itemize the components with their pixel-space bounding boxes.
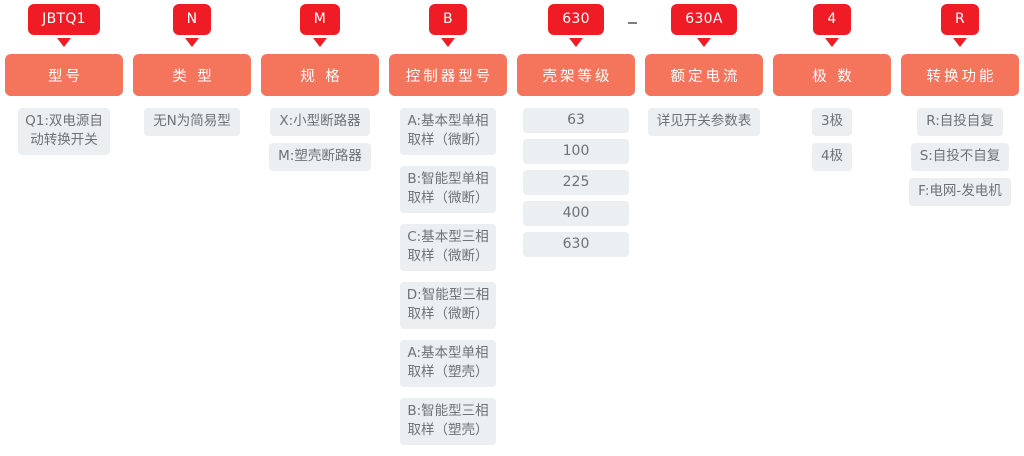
- option-chip: A:基本型单相 取样（塑壳）: [400, 340, 496, 387]
- option-chip: D:智能型三相 取样（微断）: [399, 282, 497, 329]
- down-arrow-row: [0, 38, 128, 52]
- code-badge-row: B: [384, 0, 512, 38]
- code-badge[interactable]: B: [429, 3, 467, 35]
- option-chip: C:基本型三相 取样（微断）: [400, 224, 496, 271]
- code-badge[interactable]: 4: [813, 3, 851, 35]
- field-name-box: 控制器型号: [389, 54, 507, 96]
- arrow-down-icon: [569, 38, 583, 47]
- arrow-down-icon: [441, 38, 455, 47]
- down-arrow-row: [384, 38, 512, 52]
- option-chip: R:自投自复: [917, 108, 1003, 136]
- field-name-row: 型号: [0, 54, 128, 96]
- model-segment-column: 630A 额定电流详见开关参数表: [640, 0, 768, 143]
- option-chip: 630: [523, 232, 629, 257]
- option-chip: 63: [523, 108, 629, 133]
- field-name-box: 极 数: [773, 54, 891, 96]
- option-chip: 详见开关参数表: [647, 108, 761, 136]
- option-chip: Q1:双电源自 动转换开关: [18, 108, 110, 155]
- arrow-down-icon: [825, 38, 839, 47]
- option-list: 无N为简易型: [128, 108, 256, 143]
- option-list: R:自投自复 S:自投不自复 F:电网-发电机: [896, 108, 1024, 213]
- code-badge-row: JBTQ1: [0, 0, 128, 38]
- code-badge-row: N: [128, 0, 256, 38]
- model-segment-column: JBTQ1 型号 Q1:双电源自 动转换开关: [0, 0, 128, 166]
- down-arrow-row: [512, 38, 640, 52]
- option-list: A:基本型单相 取样（微断） B:智能型单相 取样（微断） C:基本型三相 取样（微…: [384, 108, 512, 456]
- arrow-down-icon: [953, 38, 967, 47]
- code-badge-row: 630: [512, 0, 640, 38]
- arrow-down-icon: [185, 38, 199, 47]
- code-badge[interactable]: M: [299, 3, 341, 35]
- down-arrow-row: [768, 38, 896, 52]
- field-name-box: 型号: [5, 54, 123, 96]
- code-badge[interactable]: 630: [548, 3, 604, 35]
- arrow-down-icon: [313, 38, 327, 47]
- field-name-row: 类 型: [128, 54, 256, 96]
- down-arrow-row: [256, 38, 384, 52]
- option-list: X:小型断路器 M:塑壳断路器: [256, 108, 384, 178]
- option-chip: 无N为简易型: [144, 108, 240, 136]
- model-segment-column: B 控制器型号 A:基本型单相 取样（微断） B:智能型单相 取样（微断） C:基本型三…: [384, 0, 512, 456]
- field-name-box: 转换功能: [901, 54, 1019, 96]
- model-segment-column: M 规 格 X:小型断路器 M:塑壳断路器: [256, 0, 384, 178]
- field-name-row: 控制器型号: [384, 54, 512, 96]
- down-arrow-row: [896, 38, 1024, 52]
- code-separator-dash: [628, 22, 637, 24]
- down-arrow-row: [640, 38, 768, 52]
- field-name-row: 转换功能: [896, 54, 1024, 96]
- option-chip: 100: [523, 139, 629, 164]
- field-name-row: 规 格: [256, 54, 384, 96]
- code-badge[interactable]: N: [172, 3, 212, 35]
- option-list: Q1:双电源自 动转换开关: [0, 108, 128, 166]
- option-chip: B:智能型三相 取样（塑壳）: [400, 398, 496, 445]
- code-badge[interactable]: 630A: [671, 3, 737, 35]
- option-list: 详见开关参数表: [640, 108, 768, 143]
- down-arrow-row: [128, 38, 256, 52]
- option-chip: M:塑壳断路器: [269, 143, 371, 171]
- code-badge-row: 4: [768, 0, 896, 38]
- option-chip: 3极: [811, 108, 853, 136]
- model-segment-column: N 类 型无N为简易型: [128, 0, 256, 143]
- option-chip: 400: [523, 201, 629, 226]
- code-badge-row: 630A: [640, 0, 768, 38]
- field-name-box: 规 格: [261, 54, 379, 96]
- model-segment-column: 630 壳架等级 63 100 225 400 630: [512, 0, 640, 263]
- field-name-row: 极 数: [768, 54, 896, 96]
- option-chip: 225: [523, 170, 629, 195]
- field-name-row: 额定电流: [640, 54, 768, 96]
- option-list: 63 100 225 400 630: [512, 108, 640, 263]
- option-chip: B:智能型单相 取样（微断）: [400, 166, 496, 213]
- arrow-down-icon: [697, 38, 711, 47]
- field-name-box: 壳架等级: [517, 54, 635, 96]
- option-chip: A:基本型单相 取样（微断）: [400, 108, 496, 155]
- field-name-box: 额定电流: [645, 54, 763, 96]
- option-chip: F:电网-发电机: [909, 178, 1011, 206]
- option-chip: 4极: [811, 143, 853, 171]
- field-name-row: 壳架等级: [512, 54, 640, 96]
- code-badge[interactable]: JBTQ1: [28, 3, 100, 35]
- code-badge-row: M: [256, 0, 384, 38]
- arrow-down-icon: [57, 38, 71, 47]
- code-badge-row: R: [896, 0, 1024, 38]
- field-name-box: 类 型: [133, 54, 251, 96]
- option-chip: X:小型断路器: [270, 108, 370, 136]
- model-segment-column: R 转换功能 R:自投自复 S:自投不自复 F:电网-发电机: [896, 0, 1024, 213]
- option-chip: S:自投不自复: [910, 143, 1010, 171]
- code-badge[interactable]: R: [940, 3, 980, 35]
